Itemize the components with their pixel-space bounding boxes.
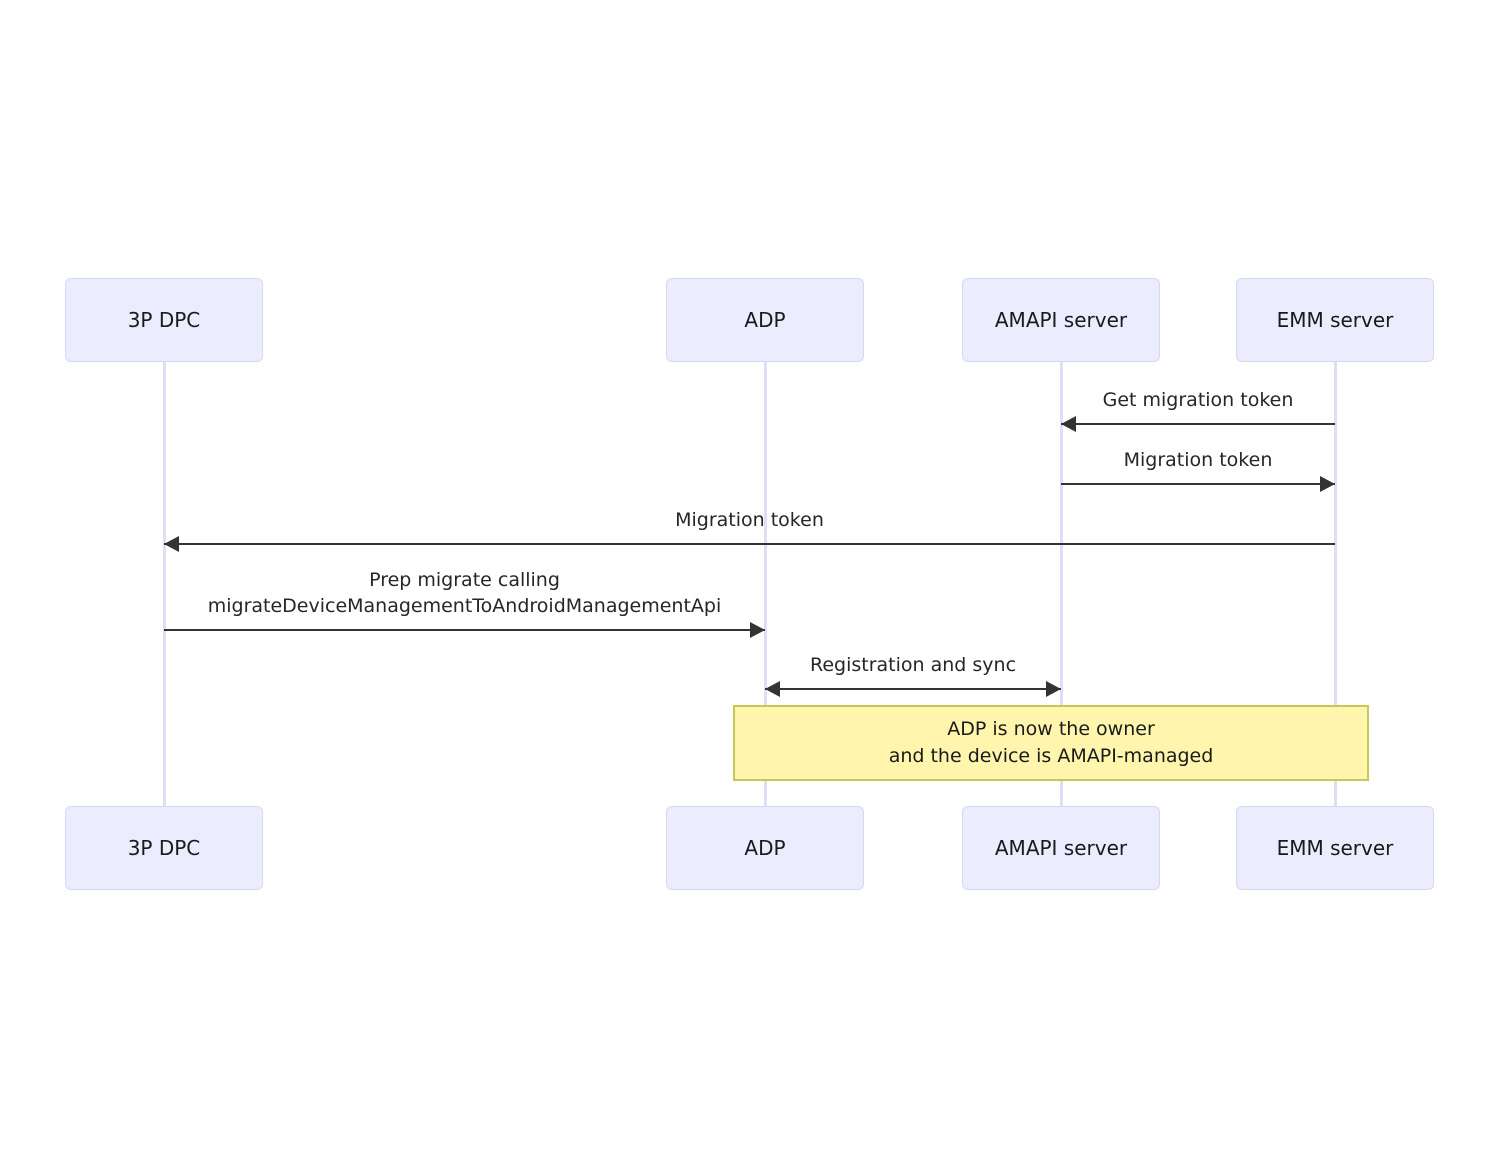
participant-label: 3P DPC [127,836,201,860]
note-n1: ADP is now the owner and the device is A… [733,705,1369,781]
participant-label: ADP [744,836,786,860]
lifeline-dpc [163,362,166,806]
participant-label: AMAPI server [994,836,1128,860]
lifeline-emm [1334,362,1337,806]
lifeline-adp [764,362,767,806]
arrowhead-left [765,681,780,697]
message-label-m1: Get migration token [1102,389,1294,411]
participant-amapi-top[interactable]: AMAPI server [962,278,1160,362]
participant-label: ADP [744,308,786,332]
participant-dpc-bottom[interactable]: 3P DPC [65,806,263,890]
participant-amapi-bottom[interactable]: AMAPI server [962,806,1160,890]
arrowhead-right [1320,476,1335,492]
arrowhead-left [164,536,179,552]
message-line-m1 [1061,423,1335,425]
note-text: ADP is now the owner and the device is A… [888,718,1214,767]
message-line-m4 [164,629,765,631]
participant-emm-bottom[interactable]: EMM server [1236,806,1434,890]
participant-emm-top[interactable]: EMM server [1236,278,1434,362]
participant-dpc-top[interactable]: 3P DPC [65,278,263,362]
participant-adp-bottom[interactable]: ADP [666,806,864,890]
message-line-m2 [1061,483,1335,485]
message-label-m2: Migration token [1123,449,1273,471]
participant-label: EMM server [1276,308,1394,332]
message-label-m5: Registration and sync [809,654,1017,676]
participant-adp-top[interactable]: ADP [666,278,864,362]
participant-label: 3P DPC [127,308,201,332]
arrowhead-right [1046,681,1061,697]
participant-label: AMAPI server [994,308,1128,332]
lifeline-amapi [1060,362,1063,806]
message-label-m3: Migration token [675,509,824,531]
arrowhead-left [1061,416,1076,432]
message-line-m5 [765,688,1061,690]
participant-label: EMM server [1276,836,1394,860]
arrowhead-right [750,622,765,638]
message-line-m3 [164,543,1335,545]
message-label-m4: Prep migrate calling migrateDeviceManage… [207,569,722,617]
